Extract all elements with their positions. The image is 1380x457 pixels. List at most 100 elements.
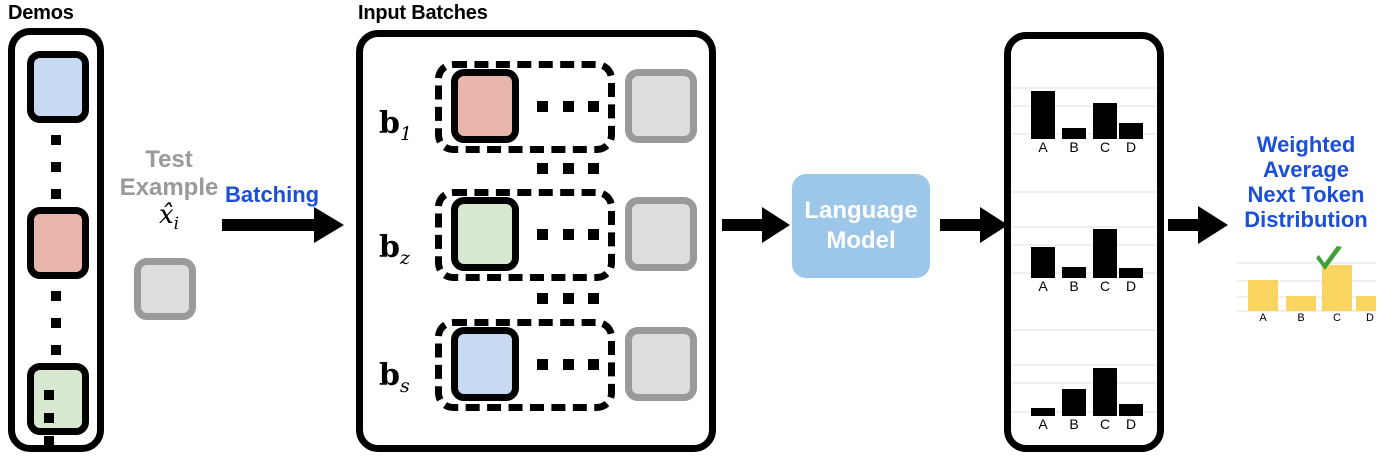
batch-symbol-sub-1: 1 bbox=[399, 123, 413, 145]
tick-label-A: A bbox=[1038, 139, 1048, 155]
batching-arrow-shaft bbox=[222, 219, 316, 231]
bar-A bbox=[1248, 280, 1278, 311]
bar-C bbox=[1093, 368, 1117, 416]
batch-test-square-1 bbox=[625, 69, 697, 143]
tick-label-B: B bbox=[1069, 416, 1079, 432]
input-batches-caption: Input Batches bbox=[358, 2, 488, 24]
batch-ellipsis-3 bbox=[537, 359, 599, 370]
batch-test-square-3 bbox=[625, 327, 697, 401]
batch-ellipsis-1 bbox=[537, 101, 599, 112]
test-example-label-line2: Example bbox=[119, 174, 219, 201]
panel-gridline bbox=[1011, 364, 1157, 366]
demos-dots-3 bbox=[44, 390, 54, 446]
demo-square-blue bbox=[27, 51, 89, 123]
language-model-label-line1: Language bbox=[804, 197, 918, 224]
chart-gridline bbox=[1236, 310, 1376, 312]
check-icon bbox=[1316, 246, 1342, 270]
bar-B bbox=[1062, 267, 1086, 278]
weighted-average-title-line4: Distribution bbox=[1244, 207, 1368, 232]
chart-batch-1: A B C D bbox=[1029, 87, 1147, 155]
to-weighted-average-arrow-head bbox=[1198, 206, 1228, 244]
batch-ellipsis-2 bbox=[537, 229, 599, 240]
demos-caption: Demos bbox=[8, 2, 74, 24]
batch-demo-square-3 bbox=[451, 327, 519, 401]
chart-weighted-average-plot bbox=[1244, 258, 1376, 311]
chart-gridline bbox=[1236, 262, 1376, 264]
bar-A bbox=[1031, 408, 1055, 416]
test-example-group: Test Example x̂i bbox=[116, 146, 222, 237]
bar-C bbox=[1093, 103, 1117, 139]
tick-label-B: B bbox=[1069, 278, 1079, 294]
demos-panel bbox=[8, 28, 104, 452]
test-example-symbol-subscript: i bbox=[173, 214, 180, 235]
chart-batch-s-plot bbox=[1029, 364, 1147, 416]
weighted-average-title-line1: Weighted bbox=[1256, 132, 1356, 157]
panel-gridline bbox=[1011, 329, 1157, 331]
per-batch-distributions-panel: A B C D A B C D A B C D bbox=[1004, 32, 1164, 452]
chart-gridline bbox=[1236, 280, 1376, 282]
batch-demo-square-1 bbox=[451, 69, 519, 143]
batch-symbol-base-2: b bbox=[379, 230, 400, 265]
chart-weighted-average: A B C D bbox=[1236, 258, 1376, 328]
tick-label-C: C bbox=[1099, 139, 1111, 155]
chart-batch-z-plot bbox=[1029, 226, 1147, 278]
chart-batch-z: A B C D bbox=[1029, 226, 1147, 294]
bar-A bbox=[1031, 247, 1055, 278]
tick-label-C: C bbox=[1099, 416, 1111, 432]
chart-batch-1-plot bbox=[1029, 87, 1147, 139]
bar-D bbox=[1119, 268, 1143, 278]
language-model-label: Language Model bbox=[804, 196, 917, 256]
to-lm-arrow-shaft bbox=[722, 219, 764, 231]
panel-gridline bbox=[1011, 382, 1157, 384]
panel-gridline bbox=[1011, 87, 1157, 89]
tick-label-B: B bbox=[1297, 312, 1305, 324]
batch-dashed-box-3 bbox=[435, 319, 615, 411]
to-distributions-arrow-head bbox=[980, 207, 1008, 243]
bar-C bbox=[1322, 265, 1352, 311]
demo-square-red bbox=[27, 207, 89, 279]
panel-gridline bbox=[1011, 226, 1157, 228]
weighted-average-title: Weighted Average Next Token Distribution bbox=[1232, 132, 1380, 232]
bar-C bbox=[1093, 229, 1117, 278]
batch-symbol-1: b1 bbox=[379, 109, 412, 149]
to-lm-arrow-head bbox=[762, 207, 790, 243]
batch-symbol-base-3: b bbox=[379, 358, 400, 393]
tick-label-D: D bbox=[1125, 278, 1137, 294]
demos-dots-2 bbox=[51, 291, 61, 355]
to-distributions-arrow-shaft bbox=[940, 219, 982, 231]
weighted-average-title-line2: Average bbox=[1262, 157, 1349, 182]
tick-label-B: B bbox=[1069, 139, 1079, 155]
batches-ellipsis-1 bbox=[537, 163, 599, 174]
batch-demo-square-2 bbox=[451, 197, 519, 271]
panel-gridline bbox=[1011, 244, 1157, 246]
batch-symbol-sub-3: s bbox=[399, 375, 410, 397]
bar-B bbox=[1062, 128, 1086, 139]
bar-B bbox=[1286, 296, 1316, 311]
language-model-block[interactable]: Language Model bbox=[792, 174, 930, 278]
batch-test-square-2 bbox=[625, 197, 697, 271]
input-batches-panel: b1 bz bs bbox=[356, 30, 716, 452]
bar-A bbox=[1031, 91, 1055, 139]
test-example-label-line1: Test bbox=[145, 146, 193, 173]
language-model-label-line2: Model bbox=[826, 227, 896, 254]
batch-symbol-3: bs bbox=[379, 361, 410, 401]
batch-symbol-base-1: b bbox=[379, 106, 400, 141]
batching-label: Batching bbox=[225, 182, 320, 207]
test-example-square bbox=[134, 258, 196, 320]
tick-label-C: C bbox=[1333, 312, 1341, 324]
batch-dashed-box-2 bbox=[435, 189, 615, 281]
panel-gridline bbox=[1011, 191, 1157, 193]
batches-ellipsis-2 bbox=[537, 293, 599, 304]
test-example-symbol-base: x̂ bbox=[158, 200, 174, 230]
bar-D bbox=[1356, 296, 1376, 311]
batch-symbol-2: bz bbox=[379, 233, 410, 273]
demos-dots-1 bbox=[51, 135, 61, 199]
bar-D bbox=[1119, 123, 1143, 139]
tick-label-D: D bbox=[1366, 312, 1374, 324]
weighted-average-title-line3: Next Token bbox=[1247, 182, 1365, 207]
chart-batch-s: A B C D bbox=[1029, 364, 1147, 432]
tick-label-C: C bbox=[1099, 278, 1111, 294]
tick-label-D: D bbox=[1125, 416, 1137, 432]
to-weighted-average-arrow-shaft bbox=[1168, 219, 1200, 231]
batch-symbol-sub-2: z bbox=[399, 247, 410, 269]
